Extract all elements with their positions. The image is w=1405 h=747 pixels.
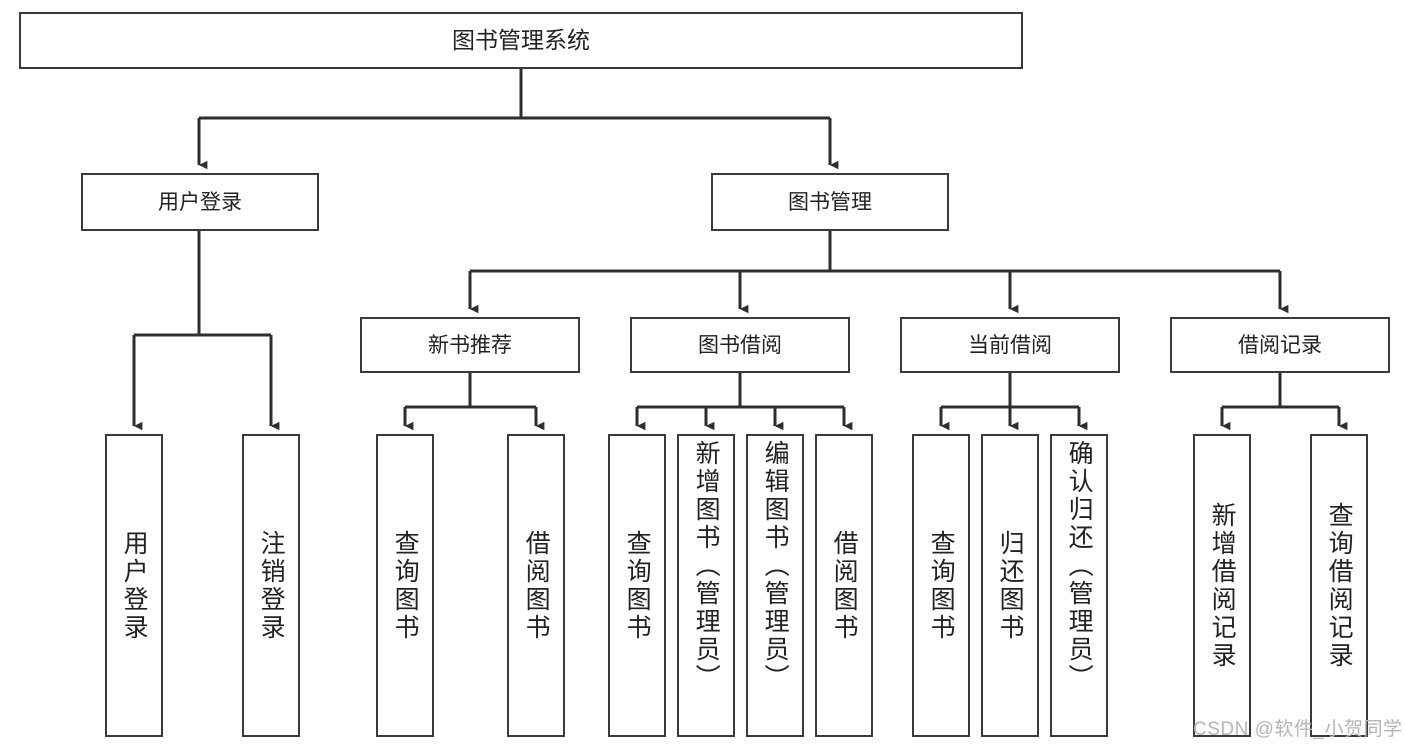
node-label: 注销登录	[257, 529, 286, 642]
node-leaf-user-login[interactable]: 用户登录	[105, 434, 163, 737]
node-label: 编辑图书（管理员）	[761, 440, 790, 692]
node-leaf-query-book-recommend[interactable]: 查询图书	[376, 434, 434, 737]
node-book-management[interactable]: 图书管理	[711, 173, 949, 231]
node-label: 查询图书	[623, 529, 652, 642]
csdn-watermark: CSDN @软件_小贺同学	[1193, 719, 1403, 740]
node-leaf-return-book[interactable]: 归还图书	[981, 434, 1039, 737]
node-label: 图书管理	[788, 190, 872, 214]
node-leaf-edit-book[interactable]: 编辑图书（管理员）	[746, 434, 804, 737]
node-label: 查询图书	[391, 529, 420, 642]
node-label: 借阅图书	[522, 529, 551, 642]
node-label: 归还图书	[996, 529, 1025, 642]
node-book-borrow[interactable]: 图书借阅	[630, 317, 850, 373]
node-label: 用户登录	[120, 529, 149, 642]
node-leaf-confirm-return[interactable]: 确认归还（管理员）	[1050, 434, 1108, 737]
node-leaf-add-borrow-record[interactable]: 新增借阅记录	[1193, 434, 1251, 737]
node-leaf-query-book-current[interactable]: 查询图书	[912, 434, 970, 737]
node-borrow-record[interactable]: 借阅记录	[1170, 317, 1390, 373]
node-new-book-recommend[interactable]: 新书推荐	[360, 317, 580, 373]
node-leaf-borrow-book-recommend[interactable]: 借阅图书	[507, 434, 565, 737]
node-label: 新增借阅记录	[1208, 501, 1237, 670]
node-label: 当前借阅	[968, 333, 1052, 357]
node-leaf-add-book[interactable]: 新增图书（管理员）	[677, 434, 735, 737]
node-leaf-borrow-book[interactable]: 借阅图书	[815, 434, 873, 737]
node-label: 借阅图书	[830, 529, 859, 642]
node-user-login[interactable]: 用户登录	[81, 173, 319, 231]
node-label: 查询借阅记录	[1325, 501, 1354, 670]
node-label: 查询图书	[927, 529, 956, 642]
node-label: 确认归还（管理员）	[1065, 440, 1094, 692]
node-label: 借阅记录	[1238, 333, 1322, 357]
node-label: 图书借阅	[698, 333, 782, 357]
node-root-system[interactable]: 图书管理系统	[19, 12, 1023, 69]
node-label: 用户登录	[158, 190, 242, 214]
node-label: 新书推荐	[428, 333, 512, 357]
node-label: 图书管理系统	[452, 27, 590, 53]
node-leaf-logout-login[interactable]: 注销登录	[242, 434, 300, 737]
node-leaf-query-book-borrow[interactable]: 查询图书	[608, 434, 666, 737]
node-label: 新增图书（管理员）	[692, 440, 721, 692]
node-current-borrow[interactable]: 当前借阅	[900, 317, 1120, 373]
node-leaf-query-borrow-record[interactable]: 查询借阅记录	[1310, 434, 1368, 737]
